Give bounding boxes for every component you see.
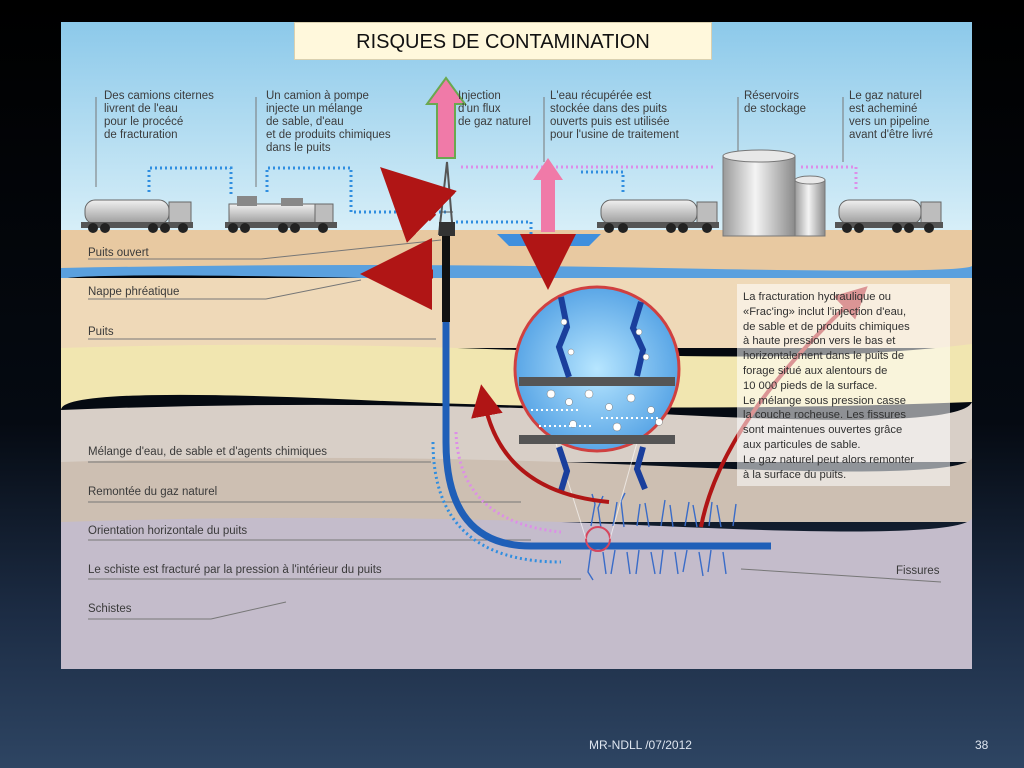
slide-title: RISQUES DE CONTAMINATION (294, 22, 712, 60)
label-storage-tanks: Réservoirs de stockage (744, 90, 806, 116)
label-pump-truck: Un camion à pompe injecte un mélange de … (266, 90, 391, 155)
label-shales: Schistes (88, 603, 131, 615)
label-mixture: Mélange d'eau, de sable et d'agents chim… (88, 446, 327, 458)
label-recovered-water: L'eau récupérée est stockée dans des pui… (550, 90, 679, 142)
info-box: La fracturation hydraulique ou «Frac'ing… (737, 284, 950, 486)
label-fissures: Fissures (896, 565, 939, 577)
label-aquifer: Nappe phréatique (88, 286, 179, 298)
label-gas-injection: Injection d'un flux de gaz naturel (458, 90, 531, 129)
page-number: 38 (975, 738, 988, 752)
shale-layer (61, 518, 972, 669)
label-well: Puits (88, 326, 114, 338)
label-gas-rise: Remontée du gaz naturel (88, 486, 217, 498)
label-shale-fractured: Le schiste est fracturé par la pression … (88, 564, 382, 576)
label-open-well: Puits ouvert (88, 247, 149, 259)
label-gas-pipeline: Le gaz naturel est acheminé vers un pipe… (849, 90, 933, 142)
label-water-trucks: Des camions citernes livrent de l'eau po… (104, 90, 214, 142)
footer-text: MR-NDLL /07/2012 (589, 738, 692, 752)
label-horizontal-well: Orientation horizontale du puits (88, 525, 247, 537)
